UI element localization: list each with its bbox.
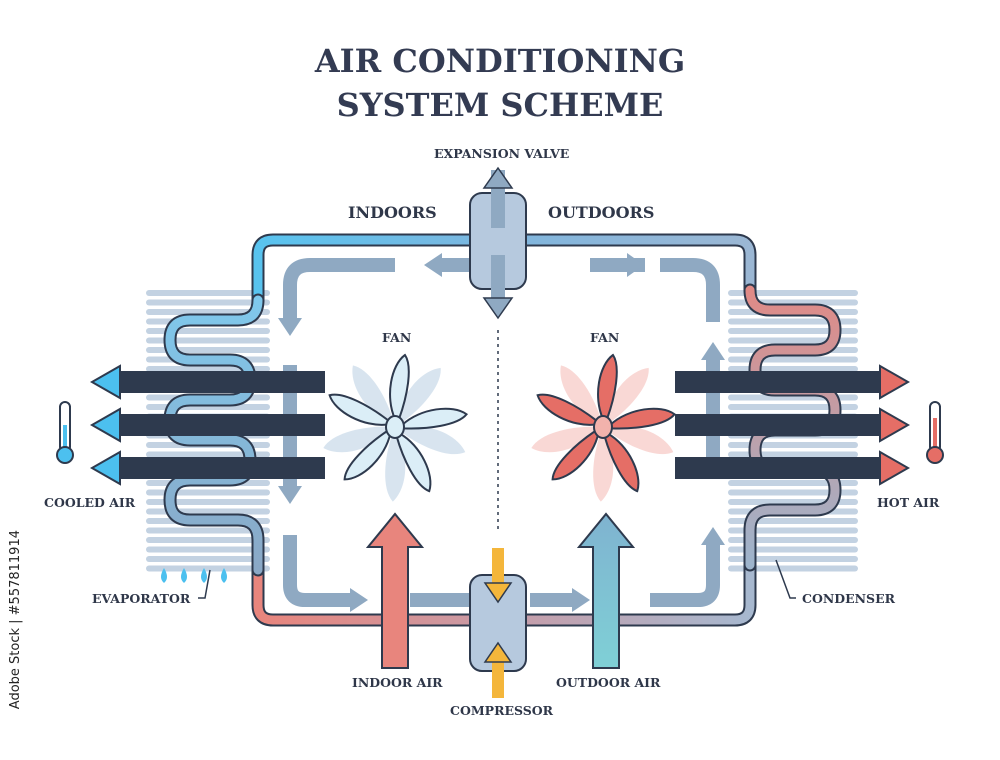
outdoors-label: OUTDOORS: [548, 203, 655, 222]
page-title-line-2: SYSTEM SCHEME: [336, 86, 664, 124]
water-drop-icon: [161, 568, 227, 583]
fan-cold-icon: [323, 353, 468, 502]
thermometer-cold-icon: [56, 401, 74, 464]
cooled-air-label: COOLED AIR: [44, 495, 136, 510]
hot-air-label: HOT AIR: [877, 495, 940, 510]
fan-right-label: FAN: [590, 330, 620, 345]
fan-left-label: FAN: [382, 330, 412, 345]
hot-air-arrows: [675, 364, 911, 486]
compressor-label: COMPRESSOR: [450, 703, 554, 718]
fan-hot-icon: [531, 353, 676, 502]
expansion-valve-label: EXPANSION VALVE: [434, 146, 570, 161]
outdoor-air-arrow: [576, 512, 636, 669]
thermometer-hot-icon: [926, 401, 944, 464]
indoor-air-label: INDOOR AIR: [352, 675, 443, 690]
indoor-air-arrow: [365, 512, 425, 669]
expansion-valve: [469, 166, 527, 320]
evaporator-label: EVAPORATOR: [92, 591, 191, 606]
page-title-line-1: AIR CONDITIONING: [314, 42, 686, 80]
outdoor-air-label: OUTDOOR AIR: [556, 675, 661, 690]
compressor: [469, 548, 527, 698]
leader-lines: [198, 559, 796, 599]
stock-id: Adobe Stock | #557811914: [8, 530, 23, 710]
condenser-label: CONDENSER: [802, 591, 895, 606]
cooled-air-arrows: [89, 364, 325, 486]
indoors-label: INDOORS: [348, 203, 437, 222]
